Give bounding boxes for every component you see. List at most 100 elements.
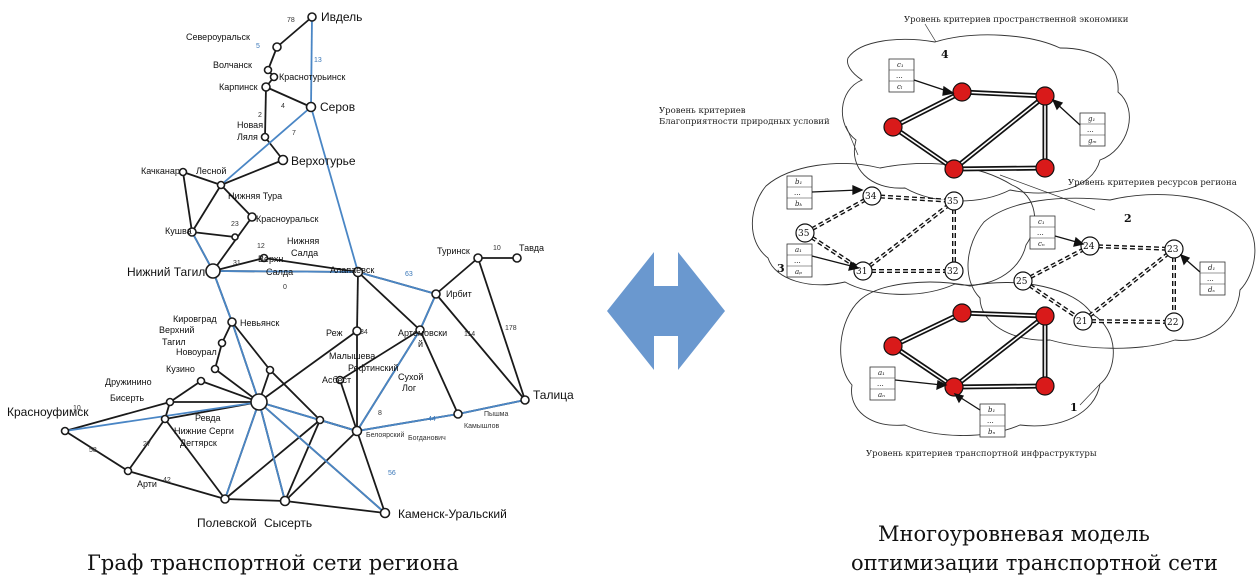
level-3-number: 3 <box>777 262 785 275</box>
city-nizhnie-sergi: Нижние Серги <box>174 426 234 436</box>
city-severouralsk: Североуральск <box>186 32 250 42</box>
city-beloyarsky: Белоярский <box>366 431 404 439</box>
node-label: 22 <box>1167 318 1178 328</box>
city-serov: Серов <box>320 100 355 114</box>
box-a-top: a₁ <box>795 246 802 254</box>
city-pyshma: Пышма <box>484 411 508 418</box>
edge-weight: 178 <box>505 325 517 332</box>
level-3-title-line1: Уровень критериев <box>659 106 746 116</box>
city-malysheva: Малышева <box>329 351 375 361</box>
level-2-number: 2 <box>1124 212 1132 225</box>
city-rezh: Реж <box>326 328 343 338</box>
box-d-top: d₁ <box>1208 264 1215 272</box>
city-nevyansk: Невьянск <box>240 318 279 328</box>
box-b-bot: bₖ <box>795 200 802 208</box>
city-kushva: Кушва <box>165 226 192 236</box>
edge-weight: 42 <box>163 477 171 484</box>
city-artemovsky: Артемовски <box>398 328 447 338</box>
city-degtyarsk: Дегтярск <box>180 438 217 448</box>
right-caption-line2: оптимизации транспортной сети <box>851 551 1218 575</box>
cloud-level-1 <box>840 281 1114 436</box>
city-tagil: Тагил <box>162 337 186 347</box>
edge-weight: 31 <box>233 260 241 267</box>
edge-weight: 4 <box>281 103 285 110</box>
box-b-mid: ... <box>794 189 801 197</box>
city-kirovgrad: Кировград <box>173 314 217 324</box>
city-log: Лог <box>402 383 417 393</box>
city-verkhn: Верхн <box>258 254 283 264</box>
node-label: 32 <box>947 267 958 277</box>
box-d-mid: ... <box>1207 275 1214 283</box>
graph-nodes <box>60 12 530 519</box>
city-revda: Ревда <box>195 413 221 423</box>
edge-weight: 23 <box>231 221 239 228</box>
box-g-mid: ... <box>1087 126 1094 134</box>
edge-weight: 10 <box>73 405 81 412</box>
city-labels: Ивдель Североуральск Волчанск Краснотурь… <box>7 10 574 530</box>
level-4-number: 4 <box>941 48 949 61</box>
box-d-bot: dₛ <box>1208 286 1215 294</box>
cloud-level-4 <box>842 34 1130 202</box>
city-nizhnyaya: Нижняя <box>287 236 319 246</box>
edge-weight: 5 <box>256 43 260 50</box>
box-c2-top: c₁ <box>1038 218 1045 226</box>
level-2-graph: 24 23 25 21 22 <box>1013 236 1184 332</box>
box-a2-top: a₁ <box>878 369 885 377</box>
box-b2-top: b₁ <box>988 406 995 414</box>
node-label: 35 <box>798 229 810 239</box>
node-label: 34 <box>865 192 877 202</box>
node-label: 21 <box>1076 317 1087 327</box>
edge-weight: 12 <box>257 243 265 250</box>
box-a2-bot: aₙ <box>878 391 885 399</box>
city-karpinsk: Карпинск <box>219 82 258 92</box>
city-asbest: Асбест <box>322 375 351 385</box>
level-1-number: 1 <box>1070 401 1078 414</box>
level-3-graph: 34 35 35 31 32 <box>795 186 964 281</box>
box-c-mid: ... <box>896 72 903 80</box>
edge-weight: 63 <box>405 271 413 278</box>
right-caption-line1: Многоуровневая модель <box>878 522 1150 546</box>
city-lyalya: Ляля <box>237 132 258 142</box>
criteria-box-text: c₁ ... cₗ g₁ ... gₘ b₁ ... bₖ a₁ ... aₚ … <box>794 61 1215 436</box>
node-label: 35 <box>947 197 959 207</box>
city-kamensk: Каменск-Уральский <box>398 507 507 521</box>
city-novaya: Новая <box>237 120 263 130</box>
node-label: 25 <box>1016 277 1028 287</box>
criteria-box-dividers <box>787 69 1225 427</box>
city-bogdanovich: Богданович <box>408 435 446 442</box>
city-ivdel: Ивдель <box>321 10 362 24</box>
city-tavda: Тавда <box>519 243 544 253</box>
city-talitsa: Талица <box>533 388 574 402</box>
graph-edges-blue <box>64 16 526 514</box>
node-label: 24 <box>1083 242 1095 252</box>
city-irbit: Ирбит <box>446 289 472 299</box>
city-sysert: Сысерть <box>264 516 312 530</box>
city-salda2: Салда <box>266 267 293 277</box>
node-label: 23 <box>1167 245 1179 255</box>
city-druzhinino: Дружинино <box>105 377 152 387</box>
box-a2-mid: ... <box>877 380 884 388</box>
cloud-level-3 <box>751 163 1036 295</box>
edge-weight: 78 <box>287 17 295 24</box>
multilevel-model: 34 35 35 3 1 32 <box>659 15 1256 575</box>
box-c2-mid: ... <box>1037 229 1044 237</box>
city-verkhoturye: Верхотурье <box>291 154 356 168</box>
city-volchansk: Волчанск <box>213 60 252 70</box>
box-b2-bot: bₙ <box>988 428 995 436</box>
box-c-top: c₁ <box>897 61 904 69</box>
city-kamyshlov: Камышлов <box>464 423 499 430</box>
city-lesnoy: Лесной <box>196 166 226 176</box>
level-4-title: Уровень критериев пространственной эконо… <box>904 15 1129 25</box>
edge-weight: 44 <box>428 416 436 423</box>
edge-weight: 7 <box>292 130 296 137</box>
city-arti: Арти <box>137 479 157 489</box>
leader-lines <box>845 23 1101 406</box>
box-c2-bot: cₙ <box>1038 240 1045 248</box>
edge-weight: 2 <box>258 112 262 119</box>
box-g-top: g₁ <box>1088 115 1095 123</box>
box-b-top: b₁ <box>795 178 802 186</box>
city-nizhnyaya-tura: Нижняя Тура <box>228 191 282 201</box>
city-kuzino: Кузино <box>166 364 195 374</box>
transport-graph: Ивдель Североуральск Волчанск Краснотурь… <box>7 10 574 575</box>
